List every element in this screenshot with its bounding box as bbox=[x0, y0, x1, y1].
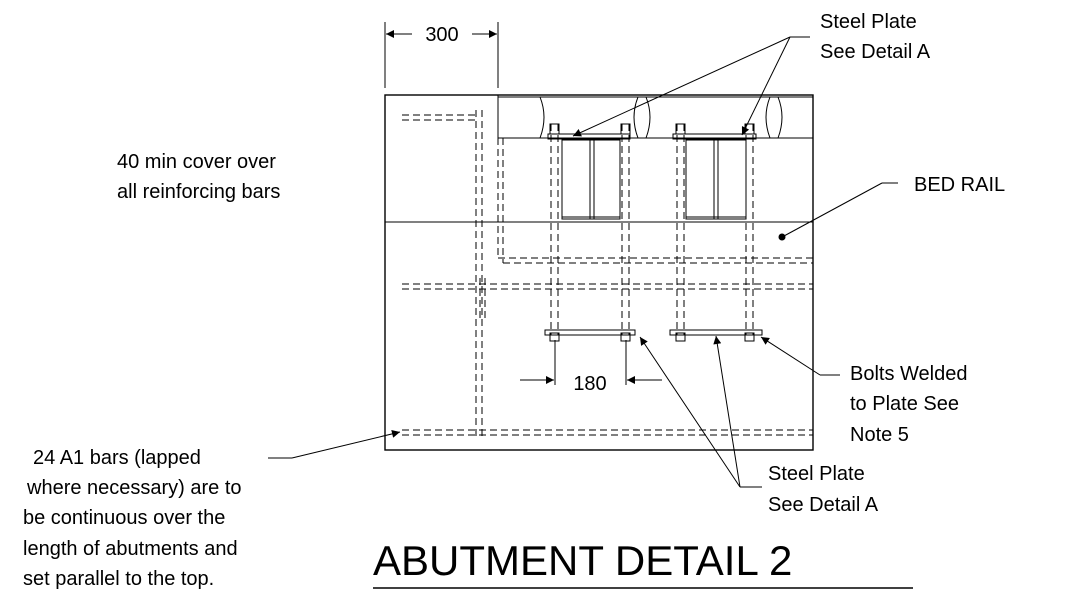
rail-beam bbox=[497, 95, 813, 140]
svg-text:Steel Plate: Steel Plate bbox=[768, 463, 865, 485]
bed-rail-dot bbox=[778, 233, 786, 241]
svg-text:24 A1 bars (lapped: 24 A1 bars (lapped bbox=[33, 447, 201, 469]
svg-text:Note 5: Note 5 bbox=[850, 424, 909, 446]
dimension-300: 300 bbox=[384, 22, 499, 88]
reinforcing-bars bbox=[402, 110, 813, 438]
title-text: ABUTMENT DETAIL 2 bbox=[373, 537, 792, 584]
svg-text:to Plate See: to Plate See bbox=[850, 393, 959, 415]
steel-plate-bottom-label: Steel Plate See Detail A bbox=[768, 463, 879, 516]
drawing-title: ABUTMENT DETAIL 2 bbox=[373, 537, 913, 589]
bed-rail-sections bbox=[561, 139, 747, 220]
leaders bbox=[268, 36, 898, 488]
dimension-180-text: 180 bbox=[573, 373, 606, 395]
cover-label: 40 min cover over all reinforcing bars bbox=[117, 151, 280, 203]
abutment-outline bbox=[384, 94, 814, 451]
svg-text:where necessary) are to: where necessary) are to bbox=[26, 477, 242, 499]
svg-text:set parallel to the top.: set parallel to the top. bbox=[23, 568, 214, 590]
bolts-welded-label: Bolts Welded to Plate See Note 5 bbox=[850, 363, 967, 446]
dimension-300-text: 300 bbox=[425, 24, 458, 46]
svg-text:length of abutments and: length of abutments and bbox=[23, 538, 238, 560]
svg-text:be continuous over the: be continuous over the bbox=[23, 507, 225, 529]
svg-text:See Detail A: See Detail A bbox=[820, 41, 931, 63]
svg-text:See Detail A: See Detail A bbox=[768, 494, 879, 516]
svg-text:40 min cover over: 40 min cover over bbox=[117, 151, 276, 173]
svg-text:Steel Plate: Steel Plate bbox=[820, 11, 917, 33]
dimension-180: 180 bbox=[520, 340, 662, 395]
bed-rail-label: BED RAIL bbox=[914, 174, 1005, 196]
svg-text:all reinforcing bars: all reinforcing bars bbox=[117, 181, 280, 203]
bolts bbox=[544, 123, 763, 342]
svg-text:Bolts Welded: Bolts Welded bbox=[850, 363, 967, 385]
steel-plate-top-label: Steel Plate See Detail A bbox=[820, 11, 931, 63]
bars-label: 24 A1 bars (lapped where necessary) are … bbox=[23, 447, 242, 590]
